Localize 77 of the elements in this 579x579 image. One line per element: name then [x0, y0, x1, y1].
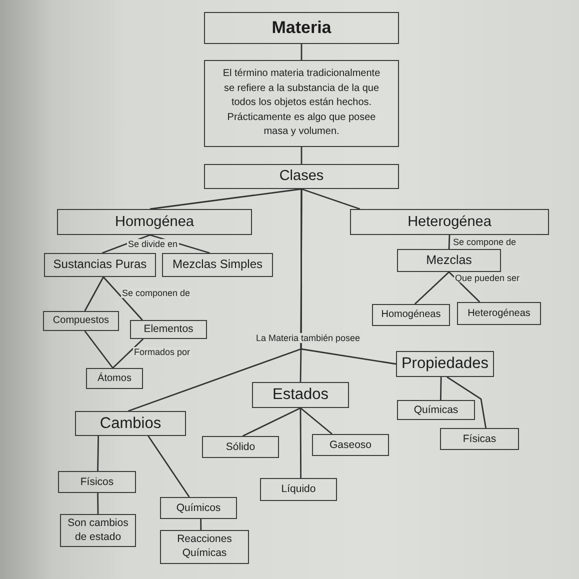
description-text: El término materia tradicionalmente se refiere a la substancia de la que todos los objetos están hechos. Prácticamente es algo que posee masa y volumen.: [222, 67, 382, 140]
connector-line: [446, 376, 487, 428]
connector-line: [414, 271, 450, 305]
concept-box: [130, 320, 207, 339]
connector-line: [300, 147, 302, 164]
concept-box: [160, 497, 237, 519]
concept-label: Clases: [279, 168, 324, 185]
edge-label: La Materia también posee: [255, 333, 362, 344]
concept-box: [312, 434, 389, 456]
concept-box: [372, 304, 450, 326]
concept-box: [397, 400, 475, 420]
concept-box: [204, 12, 399, 44]
concept-box: [252, 382, 349, 408]
concept-box: [43, 311, 119, 331]
concept-label: Estados: [272, 386, 328, 404]
connector-line: [242, 407, 301, 437]
concept-label: Heterogéneas: [468, 308, 530, 320]
connector-line: [300, 407, 332, 435]
concept-box: [162, 253, 273, 277]
connector-line: [200, 519, 202, 530]
connector-line: [300, 44, 302, 60]
concept-label: Homogéneas: [381, 309, 441, 321]
connector-line: [448, 272, 480, 302]
connector-line: [112, 338, 144, 368]
edge-label: Se compone de: [452, 237, 518, 248]
concept-label: Gaseoso: [329, 438, 372, 452]
concept-label: Mezclas: [426, 253, 472, 268]
concept-box: [204, 164, 399, 189]
concept-label: Propiedades: [401, 355, 489, 373]
concept-label: Heterogénea: [408, 214, 492, 230]
edge-label: Formados por: [133, 347, 192, 358]
concept-box: [202, 436, 279, 458]
concept-label: Químicos: [176, 502, 221, 514]
concept-label: Químicas: [414, 404, 458, 416]
concept-label: Átomos: [98, 372, 132, 384]
connector-line: [150, 188, 302, 210]
concept-box: [86, 368, 143, 389]
concept-box: [58, 471, 136, 493]
concept-box: [440, 428, 519, 450]
connector-line: [148, 436, 190, 498]
concept-box: [457, 302, 541, 325]
edge-label: Que pueden ser: [454, 273, 521, 284]
connector-line: [300, 189, 396, 365]
concept-label: Mezclas Simples: [172, 258, 263, 272]
connector-line: [97, 436, 99, 471]
concept-box: [160, 530, 249, 564]
concept-box: [60, 514, 136, 547]
concept-label: Líquido: [281, 483, 316, 496]
concept-label: Son cambios de estado: [66, 516, 130, 544]
concept-box: [44, 253, 156, 277]
concept-label: Elementos: [144, 323, 194, 336]
connector-line: [102, 276, 143, 320]
concept-box: [260, 478, 337, 501]
connector-line: [84, 276, 104, 312]
connector-line: [301, 188, 360, 210]
connector-line: [84, 330, 114, 368]
concept-label: Reacciones Químicas: [176, 533, 233, 561]
connector-line: [300, 408, 302, 478]
concept-box: [396, 351, 494, 377]
concept-label: Sustancias Puras: [53, 258, 147, 272]
concept-label: Compuestos: [52, 315, 110, 327]
concept-label: Cambios: [100, 414, 162, 432]
connector-line: [448, 234, 450, 250]
connector-line: [440, 376, 442, 400]
description-box: [204, 60, 399, 147]
main-heading: Materia: [272, 18, 332, 38]
edge-label: Se componen de: [121, 288, 192, 298]
concept-box: [397, 249, 501, 272]
concept-box: [75, 411, 186, 436]
concept-box: [350, 209, 549, 235]
connector-line: [97, 493, 99, 514]
concept-label: Homogénea: [115, 214, 194, 230]
concept-label: Físicos: [80, 476, 114, 488]
edge-label: Se divide en: [127, 239, 179, 250]
concept-label: Físicas: [462, 432, 496, 446]
concept-box: [57, 209, 252, 235]
concept-label: Sólido: [226, 440, 256, 454]
